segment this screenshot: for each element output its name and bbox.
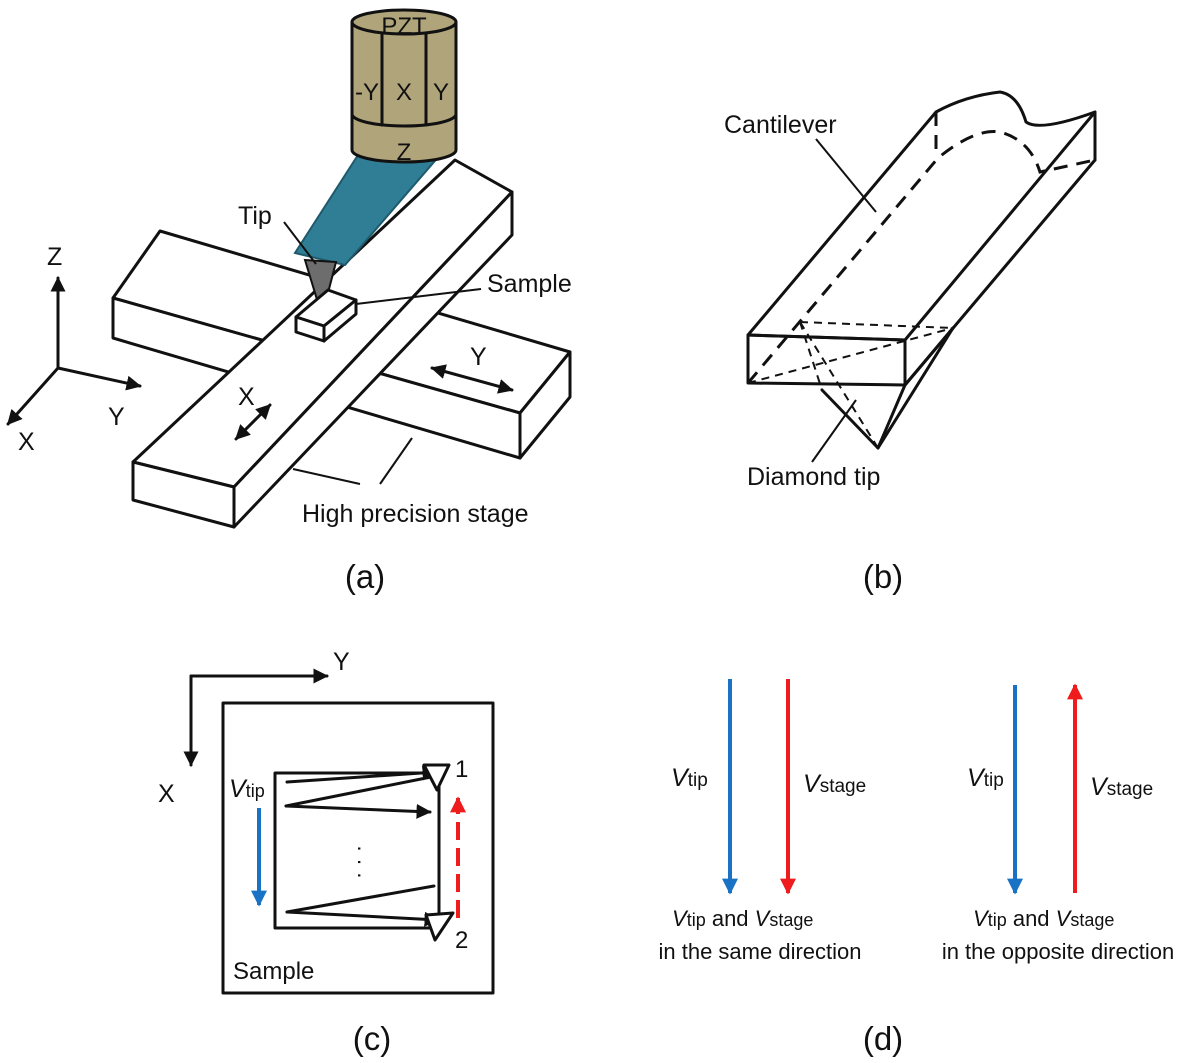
caption-a: (a) xyxy=(345,558,385,595)
pzt-neg-y-label: -Y xyxy=(355,79,379,106)
tip-leader xyxy=(283,221,317,265)
cantilever-label: Cantilever xyxy=(724,111,837,139)
opp-dir-caption-line1: Vtip and Vstage xyxy=(973,906,1114,931)
opp-dir-v-tip-label: Vtip xyxy=(967,764,1004,792)
stage-x-label: X xyxy=(238,383,255,411)
panel-a: PZT -Y X Y Z Tip Sample Z Y X X Y High p… xyxy=(6,8,572,595)
stage-label: High precision stage xyxy=(302,500,529,528)
same-dir-v-tip-label: Vtip xyxy=(671,764,708,792)
corner-1-label: 1 xyxy=(455,756,468,783)
panel-b: Cantilever Diamond tip (b) xyxy=(724,90,1097,595)
diamond-tip-label: Diamond tip xyxy=(747,463,880,491)
c-axis-x-label: X xyxy=(158,780,175,808)
pzt-y-label: Y xyxy=(433,79,449,106)
sample-leader xyxy=(355,288,482,305)
opp-dir-v-stage-label: Vstage xyxy=(1090,773,1153,801)
c-sample-label: Sample xyxy=(233,958,314,985)
c-continuation-dots: · · · xyxy=(348,845,373,879)
x-motion-arrow xyxy=(234,403,272,441)
cantilever-outline xyxy=(746,90,1097,450)
axis-y-label: Y xyxy=(108,403,125,431)
same-dir-caption-line2: in the same direction xyxy=(659,939,862,964)
axis-x-label: X xyxy=(18,428,35,456)
coordinate-axes xyxy=(6,276,142,426)
stage-y-label: Y xyxy=(470,343,487,371)
axis-z-label: Z xyxy=(47,243,62,271)
panel-d: Vtip Vstage Vtip and Vstage in the same … xyxy=(659,679,1174,1057)
same-dir-v-stage-label: Vstage xyxy=(803,770,866,798)
c-v-tip-label: Vtip xyxy=(229,775,265,803)
diamond-tip-leader xyxy=(811,399,857,463)
cantilever-leader xyxy=(815,138,877,213)
pzt-z-label: Z xyxy=(397,139,412,166)
stage-leader-1 xyxy=(292,468,361,485)
corner-2-label: 2 xyxy=(455,927,468,954)
sample-block xyxy=(294,288,358,343)
caption-d: (d) xyxy=(863,1020,903,1057)
sample-outer-square xyxy=(221,701,495,995)
caption-c: (c) xyxy=(353,1020,391,1057)
pzt-label: PZT xyxy=(381,13,427,40)
corner-1-tip-marker xyxy=(422,763,451,792)
opp-dir-caption-line2: in the opposite direction xyxy=(942,939,1174,964)
zigzag-scan-path xyxy=(284,765,440,927)
corner-2-tip-marker xyxy=(424,911,455,942)
pzt-x-label: X xyxy=(396,79,412,106)
panel-c: Y X Vtip · · · 1 2 Sample (c) xyxy=(158,648,495,1057)
c-axes xyxy=(183,668,329,767)
tip-label: Tip xyxy=(238,202,272,230)
pzt-cylinder xyxy=(350,8,458,164)
scan-region xyxy=(273,771,441,930)
sample-label: Sample xyxy=(487,270,572,298)
caption-b: (b) xyxy=(863,558,903,595)
c-axis-y-label: Y xyxy=(333,648,350,676)
same-dir-caption-line1: Vtip and Vstage xyxy=(672,906,813,931)
y-motion-arrow xyxy=(430,364,514,394)
stage-leader-2 xyxy=(379,437,413,485)
